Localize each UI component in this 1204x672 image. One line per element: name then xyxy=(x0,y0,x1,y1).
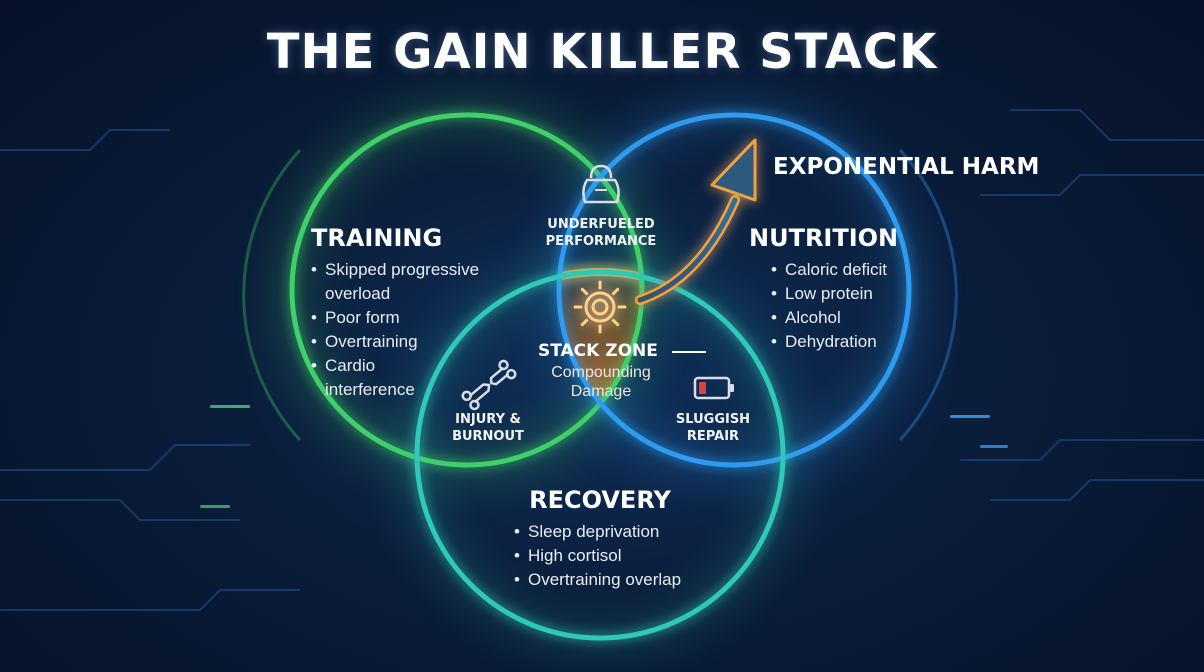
low-battery-icon xyxy=(693,376,734,400)
training-list: Skipped progressive overload Poor form O… xyxy=(311,258,496,402)
recovery-heading: RECOVERY xyxy=(529,486,671,514)
list-item: High cortisol xyxy=(514,544,740,568)
injury-burnout-label: INJURY & BURNOUT xyxy=(452,412,524,444)
list-item: Dehydration xyxy=(771,330,949,354)
sluggish-repair-label: SLUGGISH REPAIR xyxy=(675,412,751,444)
recovery-list: Sleep deprivation High cortisol Overtrai… xyxy=(514,520,740,592)
training-heading: TRAINING xyxy=(311,224,443,252)
training-section: TRAINING Skipped progressive overload Po… xyxy=(311,224,511,402)
training-outer-arc xyxy=(242,148,302,442)
list-item: Overtraining overlap xyxy=(514,568,740,592)
circuit-traces xyxy=(0,109,1204,611)
gear-icon xyxy=(573,280,627,334)
training-circle xyxy=(289,112,645,468)
stack-zone-subtitle: Compounding Damage xyxy=(551,364,651,400)
stack-zone-title: STACK ZONE xyxy=(538,341,658,361)
nutrition-list: Caloric deficit Low protein Alcohol Dehy… xyxy=(771,258,949,354)
list-item: Caloric deficit xyxy=(771,258,949,282)
kettlebell-icon xyxy=(582,164,620,204)
list-item: Overtraining xyxy=(311,330,496,354)
list-item: Cardio interference xyxy=(311,354,435,402)
nutrition-section: NUTRITION Caloric deficit Low protein Al… xyxy=(749,224,949,354)
list-item: Sleep deprivation xyxy=(514,520,740,544)
list-item: Low protein xyxy=(771,282,949,306)
underfueled-performance-label: UNDERFUELED PERFORMANCE xyxy=(545,217,657,249)
exponential-harm-label: EXPONENTIAL HARM xyxy=(773,154,1040,180)
exponential-harm-arrow xyxy=(635,138,757,305)
list-item: Skipped progressive overload xyxy=(311,258,496,306)
broken-bone-icon xyxy=(461,359,517,411)
circuit-glints xyxy=(200,405,250,508)
nutrition-heading: NUTRITION xyxy=(749,224,899,252)
recovery-section: RECOVERY Sleep deprivation High cortisol… xyxy=(500,486,740,592)
circuit-glints-blue xyxy=(950,415,1008,448)
page-title: THE GAIN KILLER STACK xyxy=(266,24,938,80)
list-item: Poor form xyxy=(311,306,496,330)
recovery-circle xyxy=(414,269,786,641)
nutrition-outer-arc xyxy=(898,148,958,442)
list-item: Alcohol xyxy=(771,306,949,330)
